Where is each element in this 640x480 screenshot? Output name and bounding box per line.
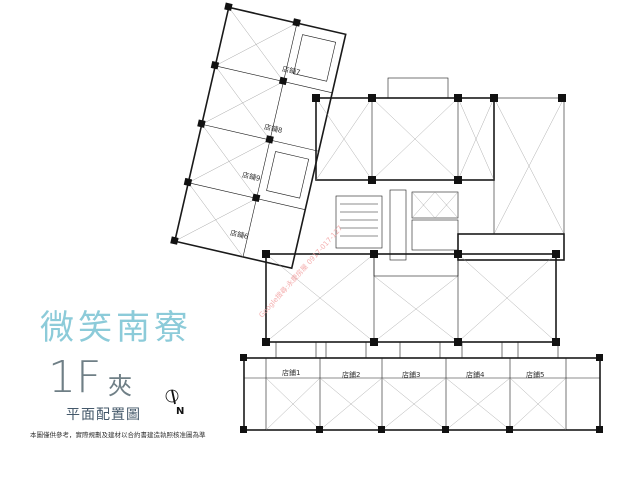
upper-right-block: [312, 77, 566, 235]
shop-label-2: 店鋪2: [342, 371, 361, 379]
compass-north-label: N: [176, 406, 185, 417]
shop-label-5: 店鋪5: [526, 371, 545, 379]
shop-label-1: 店鋪1: [282, 369, 301, 377]
rotated-wing: [170, 2, 347, 270]
disclaimer-text: 本圖僅供參考，實際規劃及建材以合約書建造執照核准圖為準: [30, 431, 206, 439]
watermark: Google搜尋:永慶房屋 0917-017-127: [257, 224, 345, 320]
shop-label-4: 店鋪4: [466, 371, 485, 379]
plan-subtitle: 平面配置圖: [66, 407, 141, 423]
floor-number: 1F: [48, 352, 102, 403]
lower-shop-strip: [240, 341, 603, 433]
compass-icon: [165, 389, 179, 405]
project-title: 微笑南寮: [40, 308, 192, 348]
watermark-text: Google搜尋:永慶房屋 0917-017-127: [257, 224, 345, 320]
shop-label-3: 店鋪3: [402, 371, 421, 379]
floor-suffix: 夾: [108, 372, 132, 400]
core-area: [335, 189, 565, 261]
